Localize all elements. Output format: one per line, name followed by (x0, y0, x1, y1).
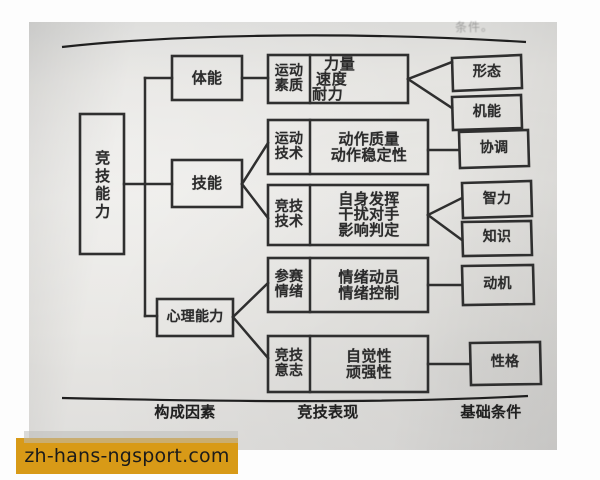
detail-line-consciousness: 自觉性 (346, 346, 392, 365)
row-sport-technique-detail: 动作质量 动作稳定性 (310, 120, 428, 174)
branch-physical-label: 体能 (191, 68, 223, 87)
detail-line-power: 力量 (324, 55, 356, 73)
row-competition-will-category: 竞技 意志 (274, 347, 304, 379)
outcome-knowledge-label: 知识 (482, 229, 512, 246)
detail-line-action-quality: 动作质量 (338, 129, 400, 148)
outcome-character-label: 性格 (490, 354, 520, 371)
outcome-motivation-label: 动机 (483, 275, 512, 292)
row-sport-quality-category: 运动 素质 (274, 62, 304, 94)
root-node-label: 竞技能力 (93, 149, 112, 221)
scanned-page (29, 22, 557, 450)
detail-line-influence-judgement: 影响判定 (338, 220, 400, 239)
detail-line-action-stability: 动作稳定性 (330, 146, 408, 164)
branch-skill-label: 技能 (191, 174, 223, 193)
footer-label-constituent-factors: 构成因素 (154, 403, 216, 421)
branch-psychological-label: 心理能力 (166, 308, 224, 325)
row-competition-emotion-detail: 情绪动员 情绪控制 (310, 258, 428, 312)
detail-line-disturb-opponent: 干扰对手 (338, 205, 400, 224)
row-competition-emotion-category: 参赛 情绪 (274, 268, 304, 300)
outcome-form-label: 形态 (472, 64, 502, 81)
row-competition-will-detail: 自觉性 顽强性 (310, 336, 428, 392)
footer-label-competitive-display: 竞技表现 (297, 403, 359, 421)
row-competition-tactics-detail: 自身发挥 干扰对手 影响判定 (310, 185, 428, 245)
watermark-text: zh-hans-ngsport.com (24, 445, 230, 467)
outcome-intelligence-label: 智力 (482, 190, 512, 207)
detail-line-tenacity: 顽强性 (346, 363, 392, 381)
footer-label-basic-conditions: 基础条件 (460, 403, 522, 421)
row-sport-technique-category: 运动 技术 (274, 130, 304, 162)
row-competition-tactics-category: 竞技 技术 (274, 198, 304, 230)
watermark-banner: zh-hans-ngsport.com (16, 431, 238, 474)
detail-line-emotion-mobilisation: 情绪动员 (338, 267, 400, 286)
detail-line-self-performance: 自身发挥 (338, 190, 400, 209)
detail-line-endurance: 耐力 (312, 85, 344, 103)
detail-line-speed: 速度 (316, 70, 348, 88)
outcome-coordination-label: 协调 (479, 140, 509, 157)
detail-line-emotion-control: 情绪控制 (338, 284, 400, 302)
row-sport-quality-detail: 力量 速度 耐力 (312, 55, 398, 103)
outcome-function-label: 机能 (472, 103, 502, 120)
